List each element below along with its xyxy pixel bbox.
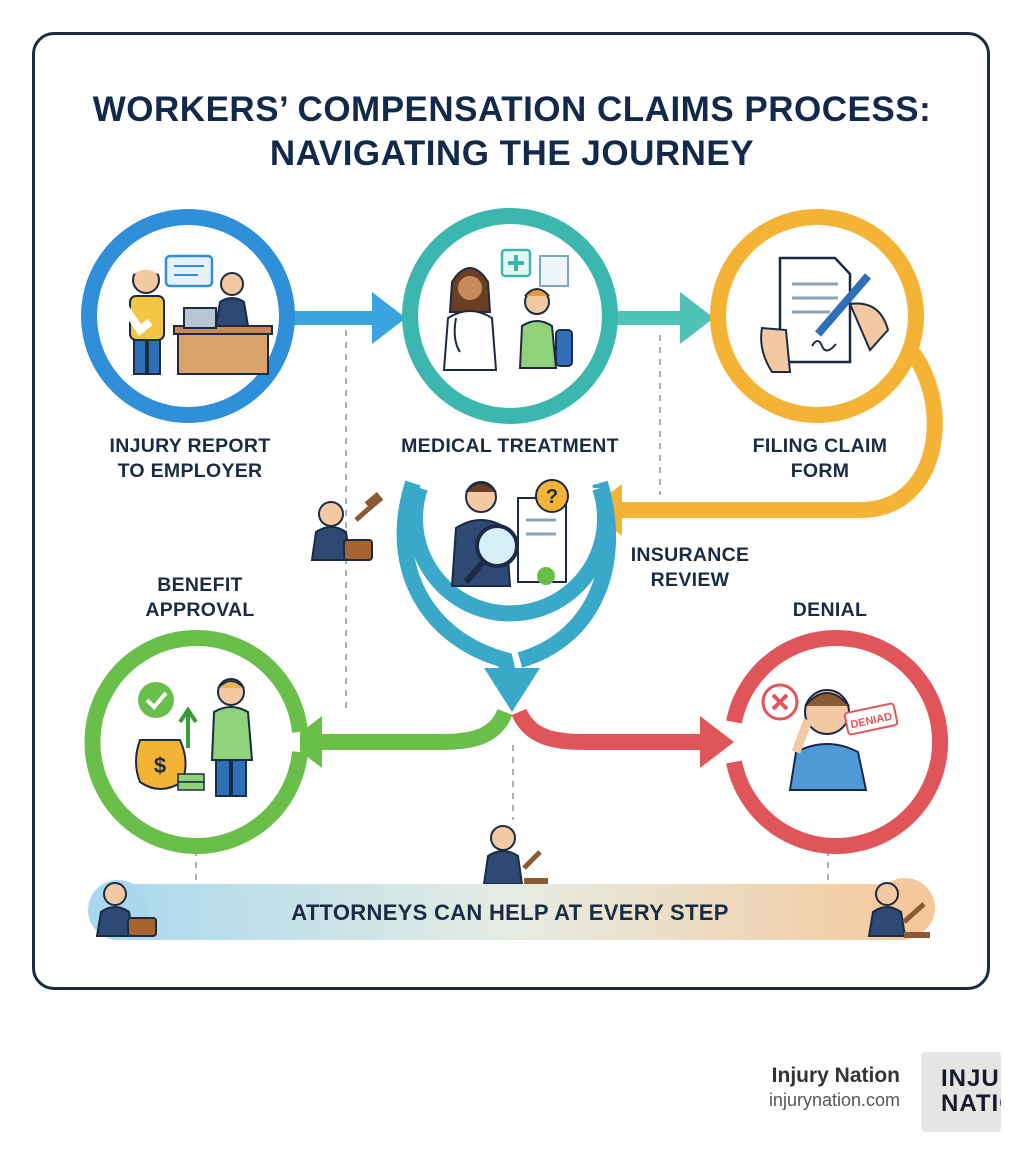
step-medical-treatment-line1: MEDICAL TREATMENT: [401, 435, 619, 457]
banner-text: ATTORNEYS CAN HELP AT EVERY STEP: [291, 900, 729, 925]
dollar-sign-icon: $: [154, 753, 166, 778]
medical-treatment-icon: [442, 248, 573, 371]
filing-claim-icon: [760, 256, 890, 373]
arrow-to-approval: [288, 708, 513, 768]
step-filing-claim-label: FILING CLAIM FORM: [720, 434, 920, 484]
brand-logo: INJU NATIO: [921, 1052, 1001, 1132]
step-medical-treatment-label: MEDICAL TREATMENT: [380, 434, 640, 459]
question-mark-icon: ?: [546, 486, 558, 508]
dashed-connectors: [195, 330, 829, 885]
benefit-approval-icon: [135, 678, 254, 797]
arrow-report-to-medical: [285, 292, 406, 344]
step-injury-report-label: INJURY REPORT TO EMPLOYER: [90, 434, 290, 484]
step-insurance-review-line2: REVIEW: [650, 569, 730, 591]
attorney-icon-center: [482, 825, 548, 885]
step-filing-claim-line1: FILING CLAIM: [752, 435, 888, 457]
infographic-frame: [32, 32, 990, 990]
circle-denial: [726, 630, 948, 854]
step-benefit-approval-line1: BENEFIT: [157, 574, 243, 596]
brand-name: Injury Nation: [771, 1064, 900, 1087]
step-insurance-review-label: INSURANCE REVIEW: [605, 543, 775, 593]
title-line-1: WORKERS’ COMPENSATION CLAIMS PROCESS:: [92, 90, 932, 129]
brand-logo-text: INJU NATIO: [941, 1065, 1001, 1117]
step-denial-label: DENIAL: [740, 598, 920, 623]
step-denial-line1: DENIAL: [792, 599, 868, 621]
step-benefit-approval-line2: APPROVAL: [145, 599, 255, 621]
denial-icon: [761, 683, 899, 791]
circle-benefit-approval: [84, 630, 308, 854]
arrow-to-denial: [511, 708, 734, 768]
step-insurance-review-line1: INSURANCE: [630, 544, 750, 566]
brand-url: injurynation.com: [768, 1090, 900, 1110]
step-injury-report-line2: TO EMPLOYER: [117, 460, 263, 482]
attorney-icon-banner-right: [867, 882, 930, 938]
step-injury-report-line1: INJURY REPORT: [109, 435, 271, 457]
injury-report-icon: [120, 254, 273, 375]
step-benefit-approval-label: BENEFIT APPROVAL: [100, 573, 300, 623]
circle-medical-treatment: [402, 208, 618, 424]
arrow-medical-to-filing: [605, 292, 714, 344]
attorney-icon-left: [310, 492, 384, 561]
insurance-review-icon: [450, 479, 569, 587]
attorney-icon-banner-left: [95, 882, 157, 937]
step-filing-claim-line2: FORM: [790, 460, 850, 482]
title-line-2: NAVIGATING THE JOURNEY: [269, 134, 755, 173]
